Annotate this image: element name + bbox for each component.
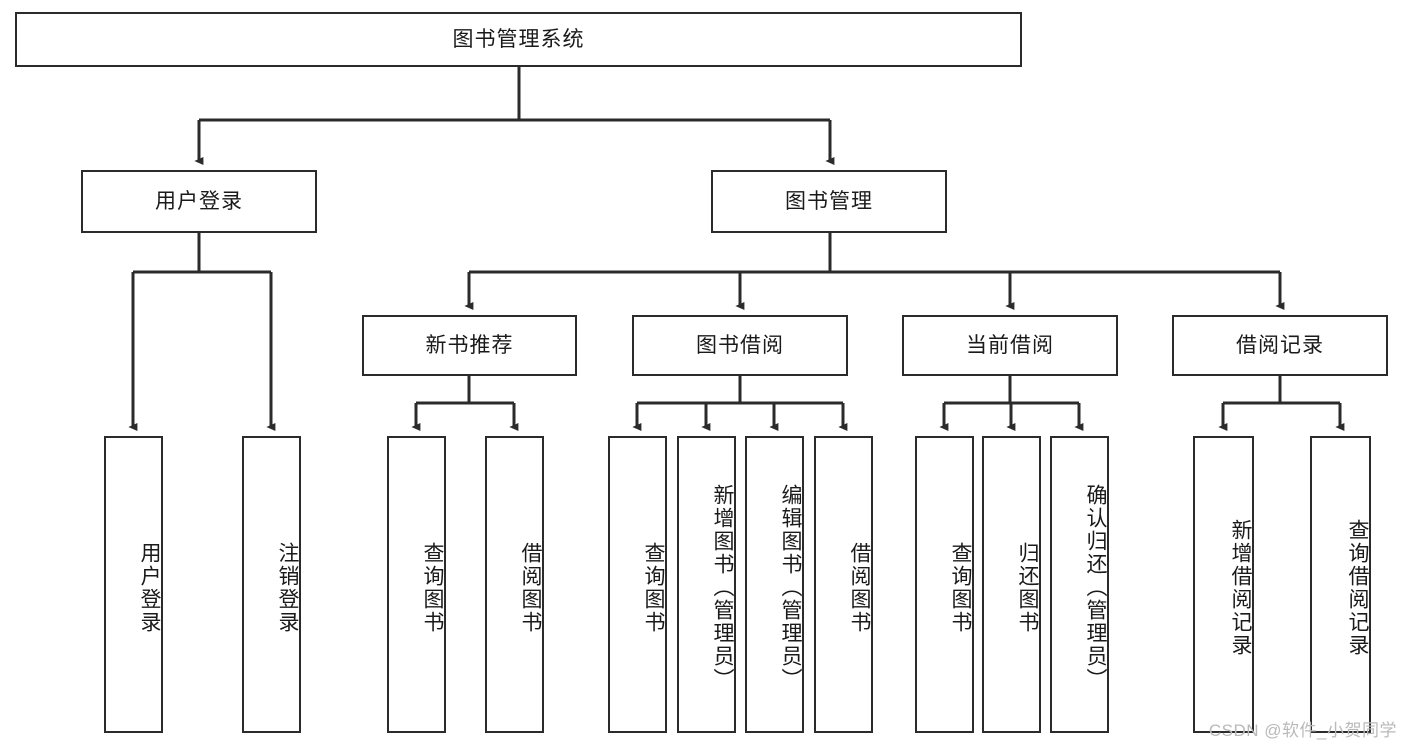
node-book-management[interactable]: 图书管理	[711, 170, 947, 233]
node-label: 图书借阅	[696, 333, 784, 357]
node-leaf-borrow-book-2[interactable]: 借阅图书	[814, 436, 873, 733]
csdn-watermark: CSDN @软件_小贺同学	[1208, 721, 1397, 740]
node-new-book-recommend[interactable]: 新书推荐	[362, 315, 577, 376]
node-label: 借阅图书	[519, 541, 542, 634]
node-label: 归还图书	[1016, 541, 1039, 634]
node-label: 借阅记录	[1236, 333, 1324, 357]
node-leaf-borrow-book-1[interactable]: 借阅图书	[485, 436, 544, 733]
node-root-book-management-system[interactable]: 图书管理系统	[15, 12, 1022, 67]
node-leaf-query-record[interactable]: 查询借阅记录	[1310, 436, 1371, 733]
node-label: 新增借阅记录	[1229, 518, 1252, 657]
node-leaf-return-book[interactable]: 归还图书	[982, 436, 1041, 733]
node-label: 图书管理	[785, 189, 873, 213]
node-label: 编辑图书（管理员）	[779, 484, 802, 691]
node-label: 查询图书	[642, 541, 665, 634]
node-label: 查询借阅记录	[1346, 518, 1369, 657]
node-label: 图书管理系统	[452, 27, 585, 51]
node-leaf-query-book-3[interactable]: 查询图书	[915, 436, 974, 733]
node-leaf-edit-book[interactable]: 编辑图书（管理员）	[745, 436, 804, 733]
node-label: 借阅图书	[848, 541, 871, 634]
node-label: 新书推荐	[425, 333, 514, 357]
node-leaf-add-book[interactable]: 新增图书（管理员）	[677, 436, 736, 733]
node-label: 注销登录	[276, 541, 299, 634]
node-leaf-add-record[interactable]: 新增借阅记录	[1193, 436, 1254, 733]
node-leaf-query-book-2[interactable]: 查询图书	[608, 436, 667, 733]
node-leaf-query-book-1[interactable]: 查询图书	[387, 436, 446, 733]
node-label: 查询图书	[949, 541, 972, 634]
node-label: 当前借阅	[966, 333, 1054, 357]
node-leaf-user-login[interactable]: 用户登录	[104, 436, 163, 733]
node-label: 查询图书	[421, 541, 444, 634]
node-borrow-record[interactable]: 借阅记录	[1172, 315, 1388, 376]
node-user-login[interactable]: 用户登录	[81, 170, 317, 233]
node-current-borrow[interactable]: 当前借阅	[902, 315, 1118, 376]
node-label: 用户登录	[138, 541, 161, 634]
node-label: 用户登录	[155, 189, 243, 213]
node-book-borrow[interactable]: 图书借阅	[632, 315, 848, 376]
node-leaf-user-logout[interactable]: 注销登录	[242, 436, 301, 733]
node-leaf-confirm-return[interactable]: 确认归还（管理员）	[1050, 436, 1109, 733]
node-label: 新增图书（管理员）	[711, 484, 734, 691]
node-label: 确认归还（管理员）	[1084, 484, 1107, 691]
